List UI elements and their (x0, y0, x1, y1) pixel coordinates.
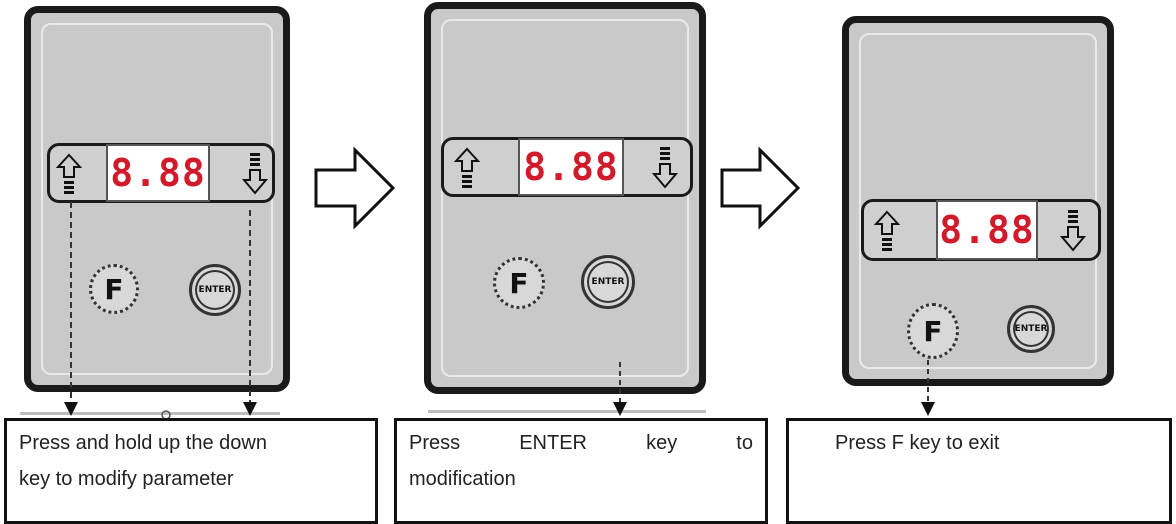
display-value: 8.88 (939, 208, 1035, 252)
enter-key-label: ENTER (198, 285, 232, 295)
display-value: 8.88 (110, 151, 206, 195)
caption-box-2: Press ENTER key to modification (394, 418, 768, 524)
keypad-strip-3: 8.88 (861, 199, 1101, 261)
f-key-label: F (104, 272, 124, 306)
enter-key-3[interactable]: ENTER (1007, 305, 1055, 353)
enter-key-label: ENTER (591, 277, 625, 287)
divider-1 (20, 412, 280, 415)
enter-key-label: ENTER (1014, 324, 1048, 334)
keypad-strip-2: 8.88 (441, 137, 693, 197)
led-display-1: 8.88 (106, 144, 210, 202)
caption-line: modification (409, 468, 516, 490)
down-arrow-key-icon[interactable] (652, 145, 678, 191)
up-arrow-key-icon[interactable] (56, 153, 82, 197)
up-arrow-key-icon[interactable] (454, 147, 480, 191)
down-arrow-key-icon[interactable] (242, 151, 268, 197)
led-display-2: 8.88 (518, 138, 624, 196)
enter-key-1[interactable]: ENTER (189, 264, 241, 316)
up-arrow-key-icon[interactable] (874, 210, 900, 254)
caption-box-3: Press F key to exit (786, 418, 1172, 524)
f-key-1[interactable]: F (89, 264, 139, 314)
caption-box-1: Press and hold up the down key to modify… (4, 418, 378, 524)
f-key-label: F (923, 314, 943, 348)
caption-line: Press ENTER key to (409, 432, 753, 454)
caption-line: Press and hold up the down (19, 432, 267, 454)
f-key-3[interactable]: F (907, 303, 959, 359)
caption-line: Press F key to exit (835, 432, 1000, 454)
flow-arrow-icon (314, 146, 396, 230)
f-key-2[interactable]: F (493, 257, 545, 309)
flow-arrow-icon (720, 146, 801, 230)
divider-2 (428, 410, 706, 413)
keypad-strip-1: 8.88 (47, 143, 275, 203)
caption-line: key to modify parameter (19, 468, 234, 490)
down-arrow-key-icon[interactable] (1060, 208, 1086, 254)
f-key-label: F (509, 266, 529, 300)
enter-key-2[interactable]: ENTER (581, 255, 635, 309)
led-display-3: 8.88 (936, 200, 1038, 260)
display-value: 8.88 (523, 145, 619, 189)
